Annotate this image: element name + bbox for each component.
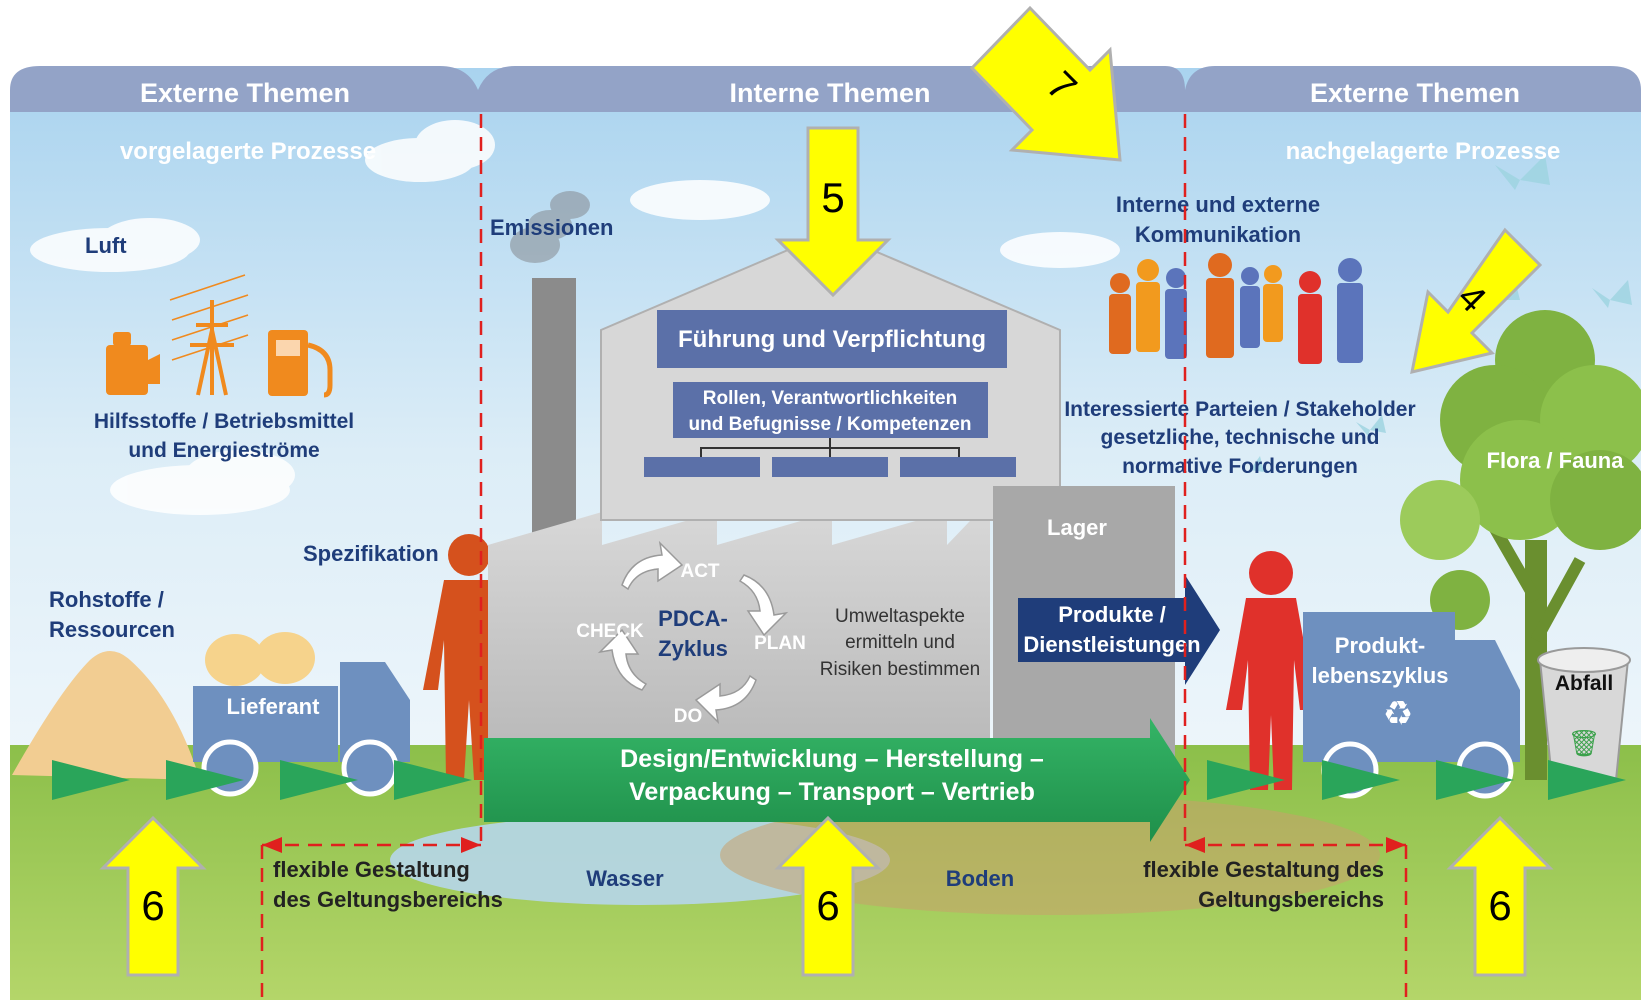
stakeholder-line2: gesetzliche, technische und [1101,426,1380,449]
callout-arrow-4 [1410,227,1543,375]
callout-number-6: 6 [816,882,839,929]
waste-bin-icon: 🗑 [1537,647,1631,781]
person-red-icon [1226,551,1316,790]
pdca-do: DO [674,706,703,727]
header-right: Externe Themen [1310,78,1520,108]
scope-right-line2: Geltungsbereichs [1198,887,1384,912]
label-abfall: Abfall [1555,672,1613,695]
label-luft: Luft [85,233,127,258]
canister-icon [106,332,160,395]
org-box [644,457,760,477]
products-label-line1: Produkte / [1058,602,1166,627]
label-rohstoffe-line1: Rohstoffe / [49,587,164,612]
label-rohstoffe-line2: Ressourcen [49,617,175,642]
lifecycle-label-line1: Produkt- [1335,633,1425,658]
products-label-line2: Dienstleistungen [1023,632,1200,657]
label-emissionen: Emissionen [490,215,613,240]
label-lager: Lager [1047,515,1107,540]
raw-material-pile [12,651,200,780]
scope-right-line1: flexible Gestaltung des [1143,857,1384,882]
lifecycle-truck-icon: ♻ [1303,612,1520,799]
callout-arrow-5 [774,126,892,298]
umwelt-line2: ermitteln und [845,632,955,653]
org-box [900,457,1016,477]
cloud-icon [30,120,1120,515]
fuel-pump-icon [268,330,333,398]
scope-left-line1: flexible Gestaltung [273,857,470,882]
callout-number-6: 6 [141,882,164,929]
pdca-plan: PLAN [754,633,806,654]
pdca-label-line2: Zyklus [658,636,728,661]
kommunikation-line2: Kommunikation [1135,222,1301,247]
header-left: Externe Themen [140,78,350,108]
lifecycle-label-line2: lebenszyklus [1312,663,1449,688]
power-pylon-icon [169,274,249,396]
supplier-truck-icon [193,632,410,797]
smoke-icon [510,191,590,263]
label-wasser: Wasser [586,866,664,891]
subheader-left: vorgelagerte Prozesse [120,138,376,165]
leadership-box [657,310,1007,368]
label-hilfsstoffe-line2: und Energieströme [128,439,319,462]
callout-arrow-6-right [1446,815,1554,977]
stakeholder-group-icon [1109,253,1363,364]
label-spezifikation: Spezifikation [303,541,439,566]
subheader-right: nachgelagerte Prozesse [1286,138,1561,165]
roles-label-line2: und Befugnisse / Kompetenzen [689,414,972,435]
scope-left-line2: des Geltungsbereichs [273,887,503,912]
label-flora-fauna: Flora / Fauna [1487,448,1625,473]
process-arrow [484,718,1190,842]
products-arrow [1018,575,1220,685]
process-arrow-line2: Verpackung – Transport – Vertrieb [629,778,1035,806]
pdca-check: CHECK [576,621,644,642]
org-chart-connector [700,438,960,458]
stakeholder-line1: Interessierte Parteien / Stakeholder [1064,398,1415,421]
callout-arrow-6-left [99,815,207,977]
callout-arrow-6-center [774,815,882,977]
recycle-icon: ♻ [1383,694,1413,734]
scope-arrowheads [262,837,1406,853]
tree-icon [1400,310,1641,780]
flow-arrow-small [52,760,1626,800]
roles-label-line1: Rollen, Verantwortlichkeiten [703,388,957,409]
callout-arrow-7 [969,5,1122,162]
stakeholder-line3: normative Forderungen [1122,455,1358,478]
label-hilfsstoffe-line1: Hilfsstoffe / Betriebsmittel [94,410,354,433]
kommunikation-line1: Interne und externe [1116,192,1320,217]
org-box [772,457,888,477]
umwelt-line1: Umweltaspekte [835,606,965,627]
label-boden: Boden [946,866,1014,891]
leadership-label: Führung und Verpflichtung [678,326,986,353]
umwelt-line3: Risiken bestimmen [820,659,981,680]
process-arrow-line1: Design/Entwicklung – Herstellung – [620,745,1044,773]
callout-number-6: 6 [1488,882,1511,929]
pdca-act: ACT [680,561,719,582]
pdca-cycle-arrows [597,540,789,725]
label-lieferant: Lieferant [227,694,321,719]
callout-number-5: 5 [821,174,844,221]
header-center: Interne Themen [729,78,930,108]
pdca-label-line1: PDCA- [658,606,728,631]
soil-patch [720,795,1380,915]
svg-text:🗑: 🗑 [1567,729,1600,759]
scope-boundary-line [260,114,1408,1000]
roles-box [673,382,988,438]
